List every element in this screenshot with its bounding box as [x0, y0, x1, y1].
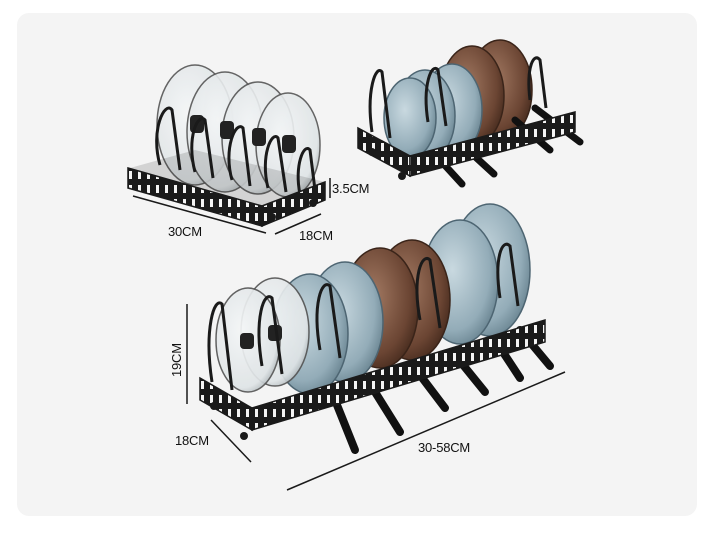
lid-dividers	[155, 106, 318, 199]
small-rack-pans	[383, 39, 584, 188]
pan-dividers	[368, 56, 548, 139]
large-rack-cookware	[215, 203, 554, 454]
small-rack-height-label: 3.5CM	[332, 181, 370, 196]
small-rack-depth-label: 18CM	[299, 228, 333, 243]
small-pan-rack	[357, 39, 584, 188]
small-lid-rack	[127, 64, 326, 228]
small-rack-width-label: 30CM	[168, 224, 202, 239]
large-rack-width-label: 30-58CM	[418, 440, 471, 455]
large-rack-height-label: 19CM	[169, 343, 184, 377]
small-rack-dimension-lines	[132, 178, 331, 235]
large-rack-depth-label: 18CM	[175, 433, 209, 448]
large-pan-rack	[199, 203, 554, 454]
large-rack-dimension-lines	[186, 304, 566, 491]
large-dividers	[207, 242, 520, 391]
